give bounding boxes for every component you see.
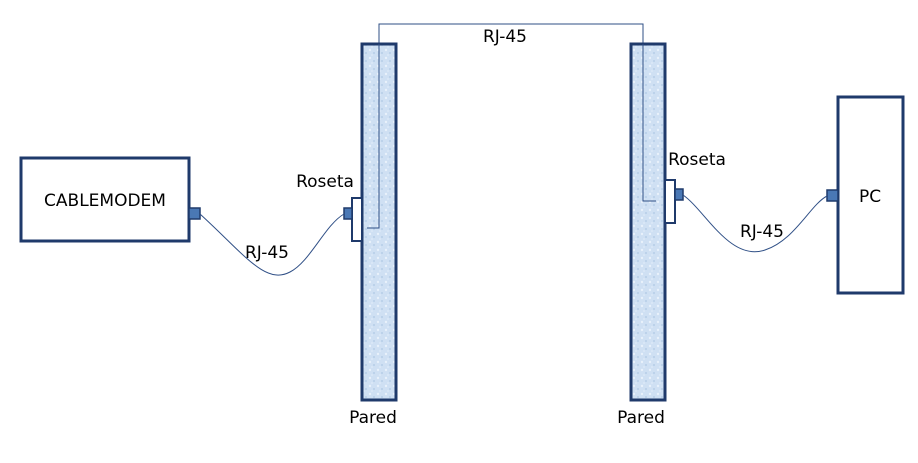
right-outlet-label: Roseta — [668, 150, 726, 170]
right-wall-label: Pared — [617, 408, 665, 428]
modem-to-outlet-cable — [199, 213, 345, 276]
right-wall — [629, 42, 667, 402]
pc-connector — [826, 189, 839, 202]
right-outlet — [664, 179, 676, 224]
cablemodem-connector — [188, 207, 201, 220]
through-wall-cable — [367, 23, 656, 229]
cablemodem-box — [19, 156, 191, 243]
left-outlet-label: Roseta — [296, 172, 354, 192]
cablemodem-label: CABLEMODEM — [44, 191, 166, 211]
through-wall-cable-label: RJ-45 — [483, 27, 527, 47]
outlet-to-pc-cable-label: RJ-45 — [740, 222, 784, 242]
left-outlet — [351, 197, 363, 242]
through-wall-cable-front — [367, 44, 380, 229]
modem-to-outlet-cable-label: RJ-45 — [245, 243, 289, 263]
right-outlet-jack — [674, 188, 684, 201]
pc-label: PC — [859, 187, 881, 207]
left-wall-label: Pared — [349, 408, 397, 428]
left-outlet-jack — [343, 207, 353, 220]
outlet-to-pc-cable — [682, 194, 828, 253]
through-wall-cable-front-right — [642, 44, 656, 202]
